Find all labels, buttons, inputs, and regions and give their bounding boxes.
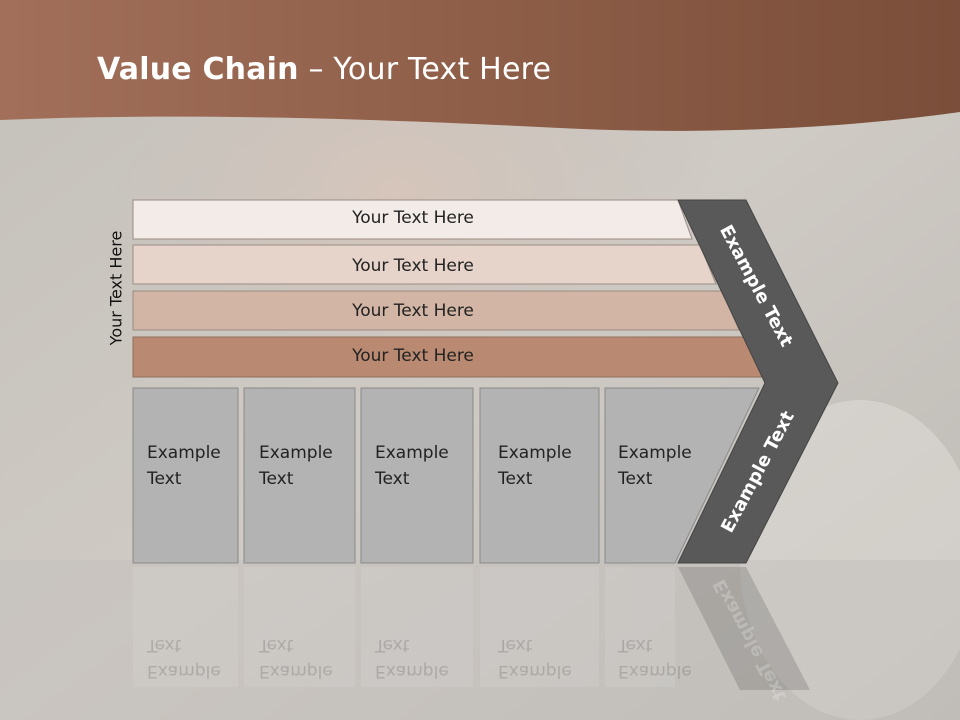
column-5-line2: Text bbox=[618, 469, 653, 489]
title-bold: Value Chain bbox=[97, 52, 299, 87]
column-5-reflection-line2: Text bbox=[618, 635, 653, 655]
chevron-arrow bbox=[677, 199, 839, 564]
columns-reflection bbox=[133, 567, 675, 687]
column-2-reflection: Example Text bbox=[259, 632, 333, 684]
row-3-shape bbox=[132, 290, 740, 331]
column-3-shape bbox=[360, 387, 474, 564]
column-2-line2: Text bbox=[259, 469, 294, 489]
column-1-shape bbox=[132, 387, 239, 564]
column-3-line1: Example bbox=[375, 443, 449, 463]
column-2-text: Example Text bbox=[259, 440, 333, 492]
row-2-label: Your Text Here bbox=[352, 256, 474, 276]
page-title: Value Chain – Your Text Here bbox=[97, 52, 551, 87]
column-1-reflection-line1: Example bbox=[147, 661, 221, 681]
chevron-reflection bbox=[678, 567, 810, 690]
column-4-reflection: Example Text bbox=[498, 632, 572, 684]
column-2-reflection-line1: Example bbox=[259, 661, 333, 681]
column-1-text: Example Text bbox=[147, 440, 221, 492]
column-5-text: Example Text bbox=[618, 440, 692, 492]
row-3-label: Your Text Here bbox=[352, 301, 474, 321]
column-3-line2: Text bbox=[375, 469, 410, 489]
row-2-shape bbox=[132, 244, 717, 285]
column-4-reflection-line1: Example bbox=[498, 661, 572, 681]
column-4-line1: Example bbox=[498, 443, 572, 463]
column-3-reflection-line2: Text bbox=[375, 635, 410, 655]
column-5-line1: Example bbox=[618, 443, 692, 463]
column-3-reflection-line1: Example bbox=[375, 661, 449, 681]
column-2-shape bbox=[243, 387, 356, 564]
column-2-reflection-line2: Text bbox=[259, 635, 294, 655]
column-5-reflection: Example Text bbox=[618, 632, 692, 684]
row-1-shape bbox=[132, 199, 693, 240]
title-rest: – Your Text Here bbox=[298, 52, 552, 87]
column-3-text: Example Text bbox=[375, 440, 449, 492]
column-1-reflection-line2: Text bbox=[147, 635, 182, 655]
column-4-text: Example Text bbox=[498, 440, 572, 492]
column-5-reflection-line1: Example bbox=[618, 661, 692, 681]
column-1-reflection: Example Text bbox=[147, 632, 221, 684]
column-4-shape bbox=[479, 387, 600, 564]
row-1-label: Your Text Here bbox=[352, 208, 474, 228]
column-4-reflection-line2: Text bbox=[498, 635, 533, 655]
row-4-label: Your Text Here bbox=[352, 346, 474, 366]
column-2-line1: Example bbox=[259, 443, 333, 463]
column-4-line2: Text bbox=[498, 469, 533, 489]
column-1-line1: Example bbox=[147, 443, 221, 463]
column-5-shape bbox=[604, 387, 760, 564]
column-1-line2: Text bbox=[147, 469, 182, 489]
column-3-reflection: Example Text bbox=[375, 632, 449, 684]
